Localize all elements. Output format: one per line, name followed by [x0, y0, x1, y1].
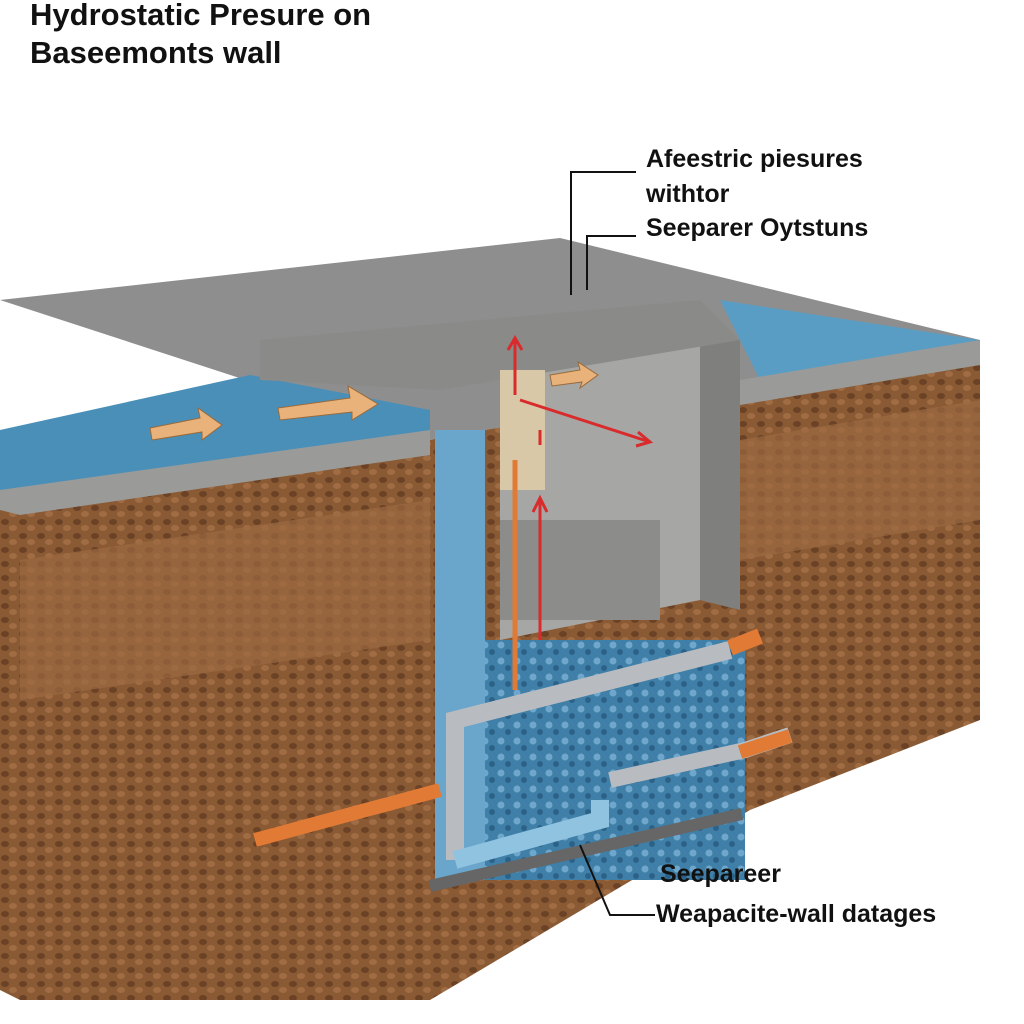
footing-block	[500, 520, 660, 620]
soil-band-right	[740, 400, 980, 560]
concrete-wall-top	[260, 300, 740, 390]
red-force-arrows	[506, 335, 654, 640]
concrete-slab-right	[740, 340, 980, 405]
concrete-slab-left	[0, 430, 430, 515]
drain-pipes	[253, 460, 793, 869]
callout-top-line-3: Seeparer Oytstuns	[646, 214, 869, 242]
bottom-slab	[428, 808, 744, 892]
soil-band-left	[20, 500, 430, 700]
window-well	[500, 370, 545, 490]
title-line-2: Baseemonts wall	[30, 35, 282, 70]
pressure-arrows	[149, 360, 599, 441]
leader-lines	[570, 171, 655, 916]
callout-bottom-line-2: Weapacite-wall datages	[656, 900, 937, 928]
callout-top-line-2: withtor	[646, 180, 730, 208]
callout-top-line-1: Afeestric piesures	[646, 145, 863, 173]
diagram-title: Hydrostatic Presure on Baseemonts wall	[30, 0, 371, 72]
concrete-wall-side	[700, 320, 740, 610]
callout-bottom-line-1: Seepareer	[660, 860, 781, 888]
title-line-1: Hydrostatic Presure on	[30, 0, 372, 32]
surface-water-right	[720, 300, 980, 380]
